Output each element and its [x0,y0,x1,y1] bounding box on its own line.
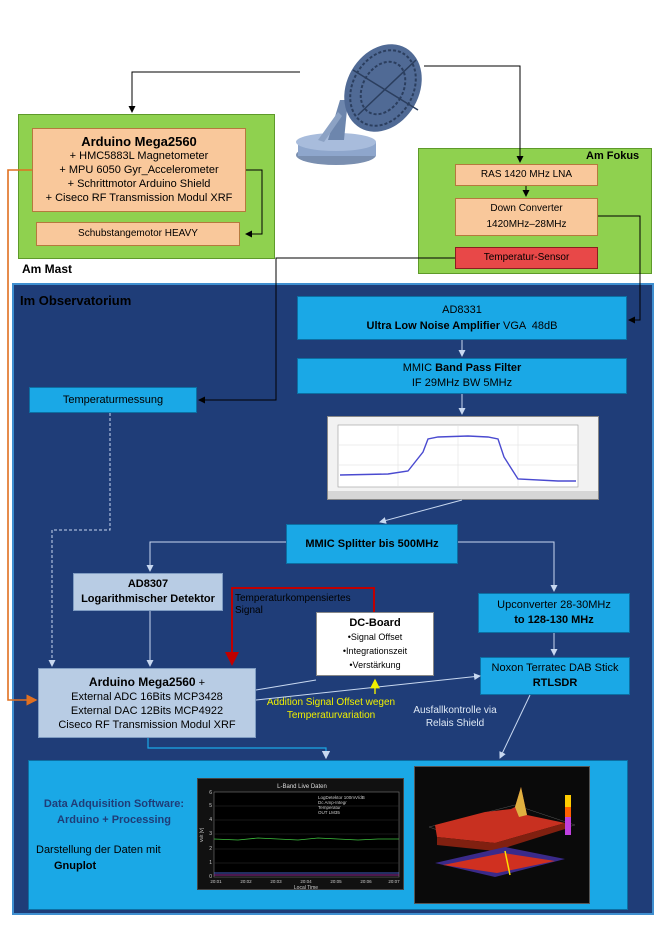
addition-offset-label: Addition Signal Offset wegen Temperaturv… [266,697,396,721]
upconverter-line2: to 128-130 MHz [514,614,594,626]
mast-arduino-line-2: + MPU 6050 Gyr_Accelerometer [59,164,219,176]
mega-observatory-box: Arduino Mega2560 + External ADC 16Bits M… [38,668,256,738]
ad8307-box: AD8307 Logarithmischer Detektor [73,573,223,611]
ad8331-box: AD8331 Ultra Low Noise Amplifier VGA 48d… [297,296,627,340]
telescope-svg [296,44,422,165]
ytick-3: 3 [209,831,212,837]
mast-arduino-line-4: + Ciseco RF Transmission Modul XRF [45,192,233,204]
live-plot: L-Band Live Daten LogDetektor 100mV/dB D… [197,778,404,891]
ytick-2: 2 [209,846,212,852]
mega-observatory-line-3: Ciseco RF Transmission Modul XRF [58,718,236,731]
down-converter-range: 1420MHz–28MHz [486,219,567,230]
ytick-4: 4 [209,817,212,823]
series-green [213,837,399,841]
temp-comp-label: Temperaturkompensiertes Signal [235,593,351,616]
motor-box: Schubstangemotor HEAVY [36,222,240,246]
bandpass-bold: Band Pass Filter [435,362,522,374]
legend-3: Temperatur [318,805,341,810]
observatory-label: Im Observatorium [20,293,132,308]
xtick-6: 20:07 [388,879,400,884]
bandpass-pre: MMIC [402,362,436,374]
mega-observatory-line-2: External DAC 12Bits MCP4922 [70,704,224,717]
radio-telescope-image [288,30,438,170]
mega-observatory-title: Arduino Mega2560 [88,674,196,689]
temperature-sensor-box: Temperatur-Sensor [455,247,598,269]
ytick-5: 5 [209,803,212,809]
daq-line2: Arduino + Processing [57,814,171,826]
dc-board-item-1: •Signal Offset [347,632,403,642]
ad8331-rest: VGA 48dB [499,320,558,332]
mast-label: Am Mast [22,262,73,276]
ad8331-bold: Ultra Low Noise Amplifier [366,320,500,332]
focus-label: Am Fokus [586,150,640,162]
legend-1: LogDetektor 100mV/dB [318,795,365,800]
dc-board-item-2: •Integrationszeit [342,646,408,656]
live-plot-yticks: 0 1 2 3 4 5 6 [209,790,212,880]
xtick-3: 20:04 [300,879,312,884]
gnuplot-label: Darstellung der Daten mit Gnuplot [36,842,196,874]
spectrum-3d-plot [414,766,590,904]
xtick-1: 20:02 [240,879,252,884]
live-plot-xticks: 20:01 20:02 20:03 20:04 20:05 20:06 20:0… [210,879,400,884]
daq-label: Data Adquisition Software: Arduino + Pro… [34,796,194,828]
daq-line1: Data Adquisition Software: [43,798,185,810]
live-plot-ylabel: Volt [V] [199,828,204,842]
splitter-box: MMIC Splitter bis 500MHz [286,524,458,564]
noxon-box: Noxon Terratec DAB Stick RTLSDR [480,657,630,695]
ausfall-label: Ausfallkontrolle via Relais Shield [413,705,497,729]
xtick-0: 20:01 [210,879,222,884]
live-plot-title: L-Band Live Daten [277,784,327,790]
live-plot-svg: L-Band Live Daten LogDetektor 100mV/dB D… [199,784,400,891]
ad8307-title: AD8307 [127,578,169,590]
dc-board-item-3: •Verstärkung [349,660,401,670]
mast-arduino-title: Arduino Mega2560 [81,134,197,149]
xtick-2: 20:03 [270,879,282,884]
ytick-1: 1 [209,860,212,866]
ad8307-sub: Logarithmischer Detektor [81,593,215,605]
gnuplot-line2: Gnuplot [54,860,97,872]
down-converter-title: Down Converter [490,203,563,214]
live-plot-legend: LogDetektor 100mV/dB Dc Amp-Integr Tempe… [318,795,365,815]
gnuplot-line1: Darstellung der Daten mit [36,844,161,856]
bandpass-box: MMIC Band Pass Filter IF 29MHz BW 5MHz [297,358,627,394]
ad8331-title: AD8331 [442,304,482,316]
upconverter-box: Upconverter 28-30MHz to 128-130 MHz [478,593,630,633]
mast-arduino-line-3: + Schrittmotor Arduino Shield [67,178,211,190]
ytick-6: 6 [209,790,212,796]
xtick-5: 20:06 [360,879,372,884]
temperature-measure-box: Temperaturmessung [29,387,197,413]
legend-4: OUT LM35 [318,810,340,815]
ytick-0: 0 [209,874,212,880]
noxon-line2: RTLSDR [532,677,578,689]
live-plot-xlabel: Local Time [294,885,318,891]
filter-response-screenshot [327,416,599,500]
spectrum-3d-svg [428,787,576,877]
dc-board-box: DC-Board •Signal Offset •Integrationszei… [316,612,434,676]
mega-observatory-plus: + [195,676,206,689]
lna-box: RAS 1420 MHz LNA [455,164,598,186]
dc-board-title: DC-Board [349,617,401,629]
live-plot-grid [214,805,399,864]
upconverter-line1: Upconverter 28-30MHz [497,599,611,611]
noxon-line1: Noxon Terratec DAB Stick [491,662,619,674]
xtick-4: 20:05 [330,879,342,884]
mast-arduino-line-1: + HMC5883L Magnetometer [69,150,209,162]
down-converter-box: Down Converter 1420MHz–28MHz [455,198,598,236]
filter-response-plot [328,424,598,499]
legend-2: Dc Amp-Integr [318,800,347,805]
mast-arduino-box: Arduino Mega2560 + HMC5883L Magnetometer… [32,128,246,212]
bandpass-line2: IF 29MHz BW 5MHz [411,377,513,389]
mega-observatory-line-1: External ADC 16Bits MCP3428 [71,690,223,703]
